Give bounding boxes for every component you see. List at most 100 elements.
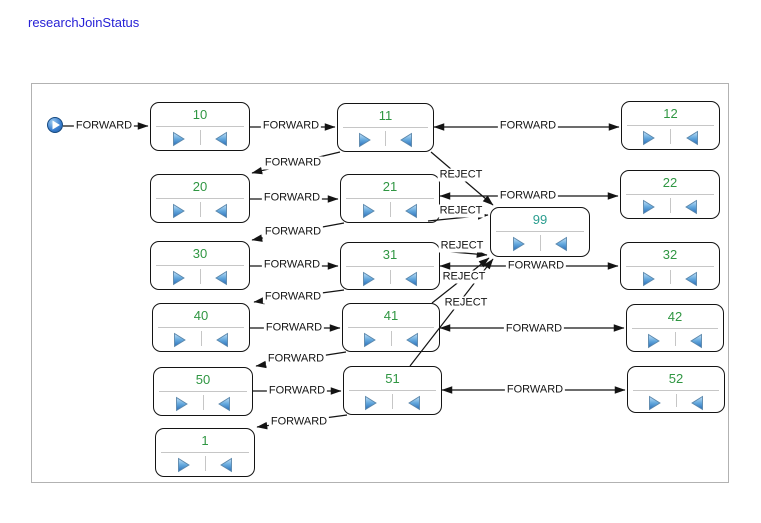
node-divider-vertical <box>675 394 677 407</box>
play-forward-icon[interactable] <box>177 457 190 473</box>
state-number: 42 <box>667 309 683 324</box>
node-divider-vertical <box>389 270 391 284</box>
node-divider-vertical <box>390 331 392 346</box>
play-forward-icon[interactable] <box>173 332 187 348</box>
state-number: 51 <box>385 371 400 386</box>
play-forward-icon[interactable] <box>172 203 185 219</box>
node-divider-vertical <box>674 332 676 346</box>
state-number: 10 <box>192 107 208 122</box>
node-divider-horizontal <box>159 391 247 392</box>
play-forward-icon[interactable] <box>642 130 656 146</box>
play-forward-icon[interactable] <box>363 332 377 348</box>
node-divider-horizontal <box>627 125 714 126</box>
play-forward-icon[interactable] <box>642 271 655 287</box>
state-node-31[interactable]: 31 <box>340 242 440 290</box>
state-number: 52 <box>668 371 684 386</box>
play-backward-icon[interactable] <box>555 236 568 252</box>
state-number: 50 <box>195 372 211 387</box>
node-divider-horizontal <box>158 327 244 328</box>
node-divider-horizontal <box>161 452 249 453</box>
state-number: 32 <box>662 247 678 262</box>
state-number: 20 <box>192 179 208 194</box>
state-number: 40 <box>193 308 209 323</box>
play-backward-icon[interactable] <box>685 199 698 215</box>
node-divider-vertical <box>669 198 671 213</box>
play-backward-icon[interactable] <box>218 396 231 412</box>
play-backward-icon[interactable] <box>685 130 699 146</box>
node-divider-vertical <box>539 235 541 251</box>
node-divider-horizontal <box>349 390 436 391</box>
node-divider-horizontal <box>626 266 714 267</box>
play-backward-icon[interactable] <box>407 395 421 411</box>
state-node-11[interactable]: 11 <box>337 103 434 152</box>
play-backward-icon[interactable] <box>405 271 418 287</box>
state-node-32[interactable]: 32 <box>620 242 720 290</box>
node-divider-horizontal <box>346 266 434 267</box>
play-backward-icon[interactable] <box>220 457 233 473</box>
play-backward-icon[interactable] <box>690 395 704 411</box>
play-backward-icon[interactable] <box>689 333 703 349</box>
state-number: 1 <box>201 433 209 448</box>
node-divider-vertical <box>385 131 386 146</box>
node-divider-vertical <box>670 129 671 144</box>
node-divider-vertical <box>199 269 201 284</box>
state-number: 22 <box>662 175 678 190</box>
state-node-50[interactable]: 50 <box>153 367 253 416</box>
node-divider-vertical <box>389 202 391 217</box>
state-node-10[interactable]: 10 <box>150 102 250 151</box>
play-backward-icon[interactable] <box>405 332 419 348</box>
play-forward-icon[interactable] <box>512 236 525 252</box>
play-backward-icon[interactable] <box>400 132 413 148</box>
state-node-42[interactable]: 42 <box>626 304 724 352</box>
state-node-20[interactable]: 20 <box>150 174 250 223</box>
state-number: 11 <box>378 108 393 123</box>
play-forward-icon[interactable] <box>362 203 375 219</box>
play-forward-icon[interactable] <box>647 333 661 349</box>
node-divider-vertical <box>392 394 393 409</box>
node-divider-vertical <box>204 456 206 471</box>
state-number: 30 <box>192 246 208 261</box>
play-forward-icon[interactable] <box>172 270 185 286</box>
state-node-40[interactable]: 40 <box>152 303 250 352</box>
state-node-21[interactable]: 21 <box>340 174 440 223</box>
state-number: 99 <box>532 212 548 227</box>
node-divider-vertical <box>199 130 201 145</box>
play-forward-icon[interactable] <box>175 396 188 412</box>
node-divider-vertical <box>199 202 201 217</box>
state-node-30[interactable]: 30 <box>150 241 250 290</box>
node-divider-vertical <box>202 395 204 410</box>
state-node-12[interactable]: 12 <box>621 101 720 150</box>
state-node-51[interactable]: 51 <box>343 366 442 415</box>
play-backward-icon[interactable] <box>215 332 229 348</box>
play-forward-icon[interactable] <box>364 395 378 411</box>
node-divider-horizontal <box>156 198 244 199</box>
node-divider-horizontal <box>496 231 584 232</box>
state-number: 21 <box>382 179 398 194</box>
state-node-1[interactable]: 1 <box>155 428 255 477</box>
state-number: 31 <box>382 247 398 262</box>
state-node-22[interactable]: 22 <box>620 170 720 219</box>
state-number: 41 <box>383 308 399 323</box>
state-node-99[interactable]: 99 <box>490 207 590 257</box>
play-forward-icon[interactable] <box>358 132 371 148</box>
node-divider-horizontal <box>632 328 718 329</box>
play-backward-icon[interactable] <box>685 271 698 287</box>
node-divider-vertical <box>200 331 202 346</box>
play-backward-icon[interactable] <box>215 270 228 286</box>
play-forward-icon[interactable] <box>648 395 662 411</box>
play-backward-icon[interactable] <box>215 203 228 219</box>
node-divider-horizontal <box>626 194 714 195</box>
state-node-41[interactable]: 41 <box>342 303 440 352</box>
state-node-52[interactable]: 52 <box>627 366 725 413</box>
page-title: researchJoinStatus <box>28 15 140 30</box>
play-backward-icon[interactable] <box>215 131 228 147</box>
node-divider-horizontal <box>156 126 244 127</box>
play-forward-icon[interactable] <box>642 199 655 215</box>
node-divider-horizontal <box>346 198 434 199</box>
play-forward-icon[interactable] <box>172 131 185 147</box>
node-divider-horizontal <box>156 265 244 266</box>
play-forward-icon[interactable] <box>362 271 375 287</box>
play-backward-icon[interactable] <box>405 203 418 219</box>
node-divider-horizontal <box>633 390 719 391</box>
